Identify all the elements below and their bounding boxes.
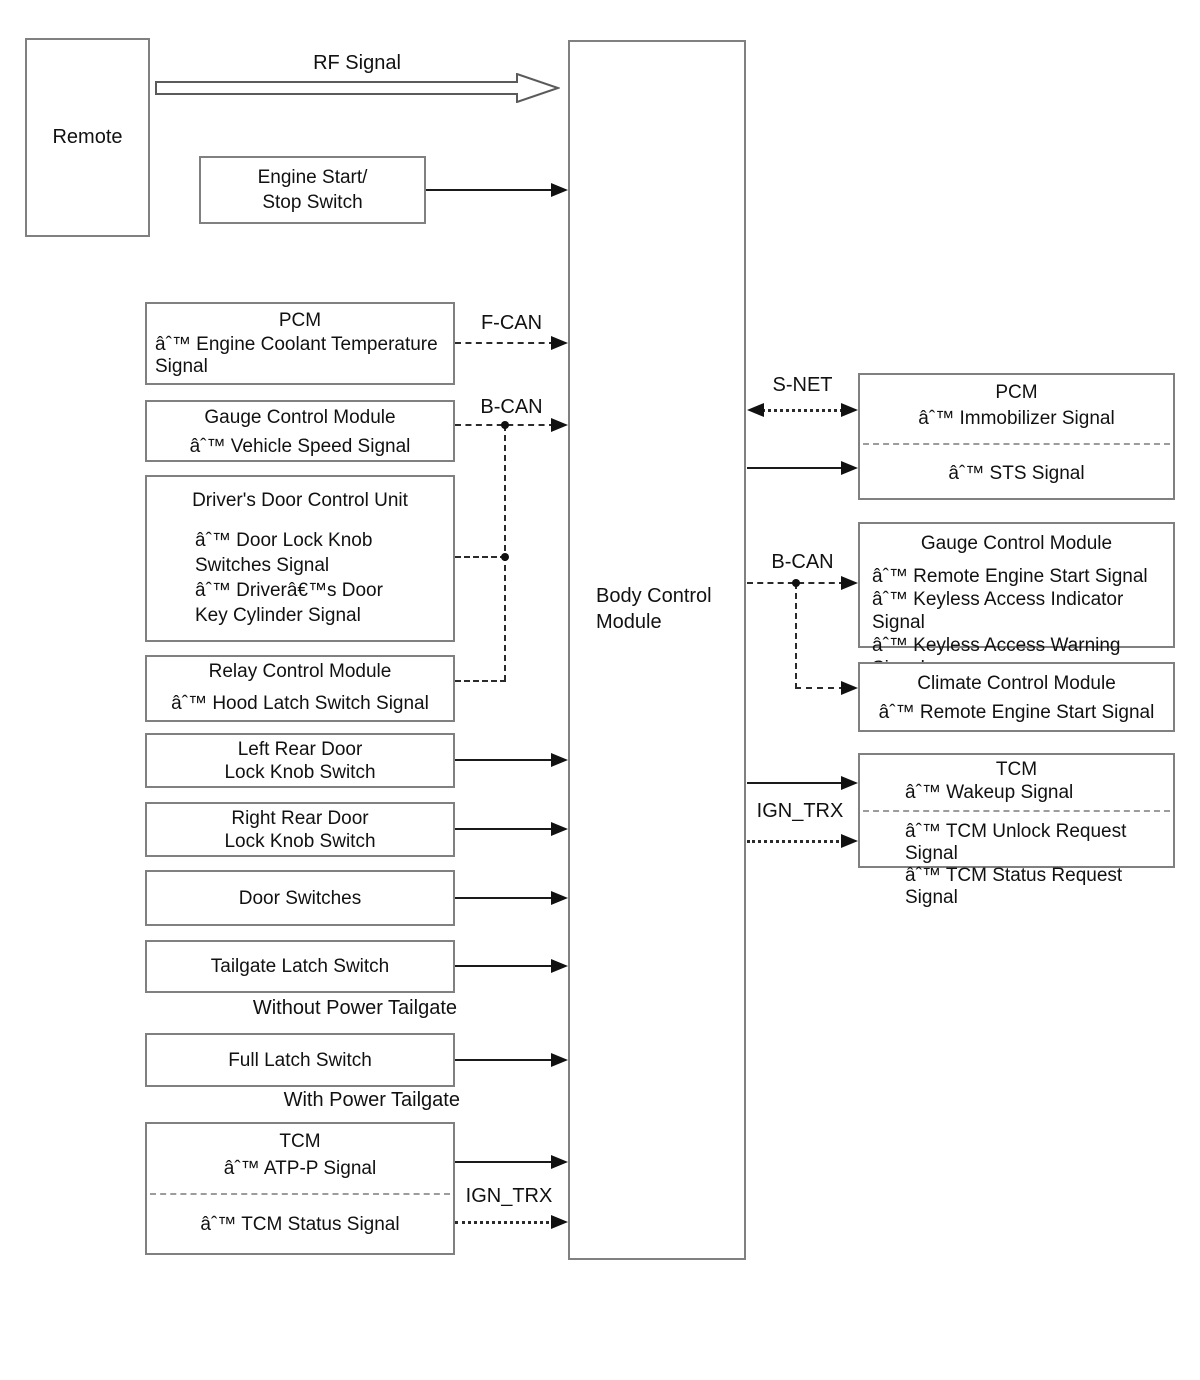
- pcm-left-box: PCM âˆ™ Engine Coolant Temperature Signa…: [145, 302, 455, 385]
- gauge-left-signals: âˆ™ Vehicle Speed Signal: [189, 436, 411, 457]
- rf-signal-label: RF Signal: [313, 52, 401, 74]
- engine-start-stop-switch-label: Engine Start/ Stop Switch: [257, 167, 368, 213]
- engine-start-stop-switch-box: Engine Start/ Stop Switch: [199, 156, 426, 224]
- pcm-right-box: PCM âˆ™ Immobilizer Signal âˆ™ STS Signa…: [858, 373, 1175, 500]
- b-can-right-arrow: [747, 576, 858, 590]
- f-can-arrow: [455, 336, 568, 350]
- body-control-module-label: Body Control Module: [596, 585, 712, 633]
- relay-title: Relay Control Module: [208, 661, 392, 682]
- ign-trx-right-label: IGN_TRX: [756, 800, 844, 822]
- b-can-right-label: B-CAN: [771, 551, 834, 573]
- s-net-arrow: [747, 403, 858, 417]
- full-latch-arrow: [455, 1053, 568, 1067]
- left-rear-door-arrow: [455, 753, 568, 767]
- sts-signal-arrow: [747, 461, 858, 475]
- tailgate-latch-switch-box: Tailgate Latch Switch: [145, 940, 455, 993]
- tcm-right-divider: [863, 810, 1170, 812]
- b-can-junction-dot-1: [501, 421, 509, 429]
- pcm-right-bottom-signals: âˆ™ STS Signal: [948, 463, 1085, 484]
- door-switches-label: Door Switches: [238, 887, 362, 909]
- full-latch-switch-box: Full Latch Switch: [145, 1033, 455, 1087]
- tcm-right-top-signals: âˆ™ Wakeup Signal: [905, 782, 1074, 803]
- engine-start-arrow: [426, 183, 568, 197]
- ign-trx-right-arrow: [747, 834, 858, 848]
- tailgate-latch-arrow: [455, 959, 568, 973]
- tcm-right-bottom-signals: âˆ™ TCM Unlock Request Signal âˆ™ TCM St…: [905, 821, 1127, 908]
- pcm-right-title: PCM: [995, 382, 1038, 403]
- climate-control-module-box: Climate Control Module âˆ™ Remote Engine…: [858, 662, 1175, 732]
- pcm-right-divider: [863, 443, 1170, 445]
- tcm-left-title: TCM: [279, 1131, 321, 1152]
- b-can-right-bus-vertical: [795, 583, 797, 689]
- pcm-left-title: PCM: [278, 310, 322, 331]
- gauge-control-module-right-box: Gauge Control Module âˆ™ Remote Engine S…: [858, 522, 1175, 679]
- rf-signal-arrow: [155, 73, 560, 103]
- gauge-left-title: Gauge Control Module: [204, 407, 396, 428]
- tcm-left-bottom-signals: âˆ™ TCM Status Signal: [200, 1214, 400, 1235]
- right-rear-door-arrow: [455, 822, 568, 836]
- right-rear-door-label: Right Rear Door Lock Knob Switch: [224, 807, 376, 852]
- full-latch-switch-label: Full Latch Switch: [228, 1049, 372, 1071]
- drivers-door-signals: âˆ™ Door Lock Knob Switches Signal âˆ™ D…: [195, 530, 383, 626]
- door-switches-arrow: [455, 891, 568, 905]
- relay-signals: âˆ™ Hood Latch Switch Signal: [171, 693, 429, 714]
- drivers-door-title: Driver's Door Control Unit: [192, 490, 408, 511]
- b-can-right-junction-dot: [792, 579, 800, 587]
- tcm-left-top-signals: âˆ™ ATP-P Signal: [223, 1158, 377, 1179]
- b-can-junction-dot-2: [501, 553, 509, 561]
- tcm-right-box: TCM âˆ™ Wakeup Signal âˆ™ TCM Unlock Req…: [858, 753, 1175, 908]
- climate-arrow: [795, 681, 858, 695]
- b-can-left-label: B-CAN: [480, 396, 543, 418]
- left-rear-door-lock-knob-switch-box: Left Rear Door Lock Knob Switch: [145, 733, 455, 788]
- b-can-left-arrow: [455, 418, 568, 432]
- climate-signals: âˆ™ Remote Engine Start Signal: [878, 702, 1155, 723]
- relay-control-module-box: Relay Control Module âˆ™ Hood Latch Swit…: [145, 655, 455, 722]
- with-power-tailgate-note: With Power Tailgate: [283, 1089, 460, 1111]
- pcm-right-top-signals: âˆ™ Immobilizer Signal: [918, 408, 1115, 429]
- remote-box: Remote: [25, 38, 150, 237]
- tcm-wakeup-arrow: [747, 776, 858, 790]
- f-can-label: F-CAN: [480, 312, 543, 334]
- s-net-label: S-NET: [772, 374, 833, 396]
- gauge-right-title: Gauge Control Module: [920, 533, 1113, 554]
- door-switches-box: Door Switches: [145, 870, 455, 926]
- relay-bus-segment: [455, 680, 506, 682]
- tcm-left-box: TCM âˆ™ ATP-P Signal âˆ™ TCM Status Sign…: [145, 1122, 455, 1255]
- gauge-control-module-left-box: Gauge Control Module âˆ™ Vehicle Speed S…: [145, 400, 455, 462]
- drivers-door-bus-segment: [455, 556, 506, 558]
- pcm-left-signals: âˆ™ Engine Coolant Temperature Signal: [155, 334, 438, 377]
- tcm-right-title: TCM: [995, 759, 1038, 780]
- tailgate-latch-switch-label: Tailgate Latch Switch: [210, 956, 390, 977]
- right-rear-door-lock-knob-switch-box: Right Rear Door Lock Knob Switch: [145, 802, 455, 857]
- ign-trx-left-label: IGN_TRX: [465, 1185, 553, 1207]
- body-control-module-box: Body Control Module: [568, 40, 746, 1260]
- tcm-atpp-arrow: [455, 1155, 568, 1169]
- ign-trx-left-arrow: [455, 1215, 568, 1229]
- remote-label: Remote: [52, 126, 123, 148]
- without-power-tailgate-note: Without Power Tailgate: [252, 997, 457, 1019]
- drivers-door-control-unit-box: Driver's Door Control Unit âˆ™ Door Lock…: [145, 475, 455, 642]
- climate-title: Climate Control Module: [917, 673, 1116, 694]
- tcm-left-divider: [150, 1193, 450, 1195]
- left-rear-door-label: Left Rear Door Lock Knob Switch: [224, 738, 376, 783]
